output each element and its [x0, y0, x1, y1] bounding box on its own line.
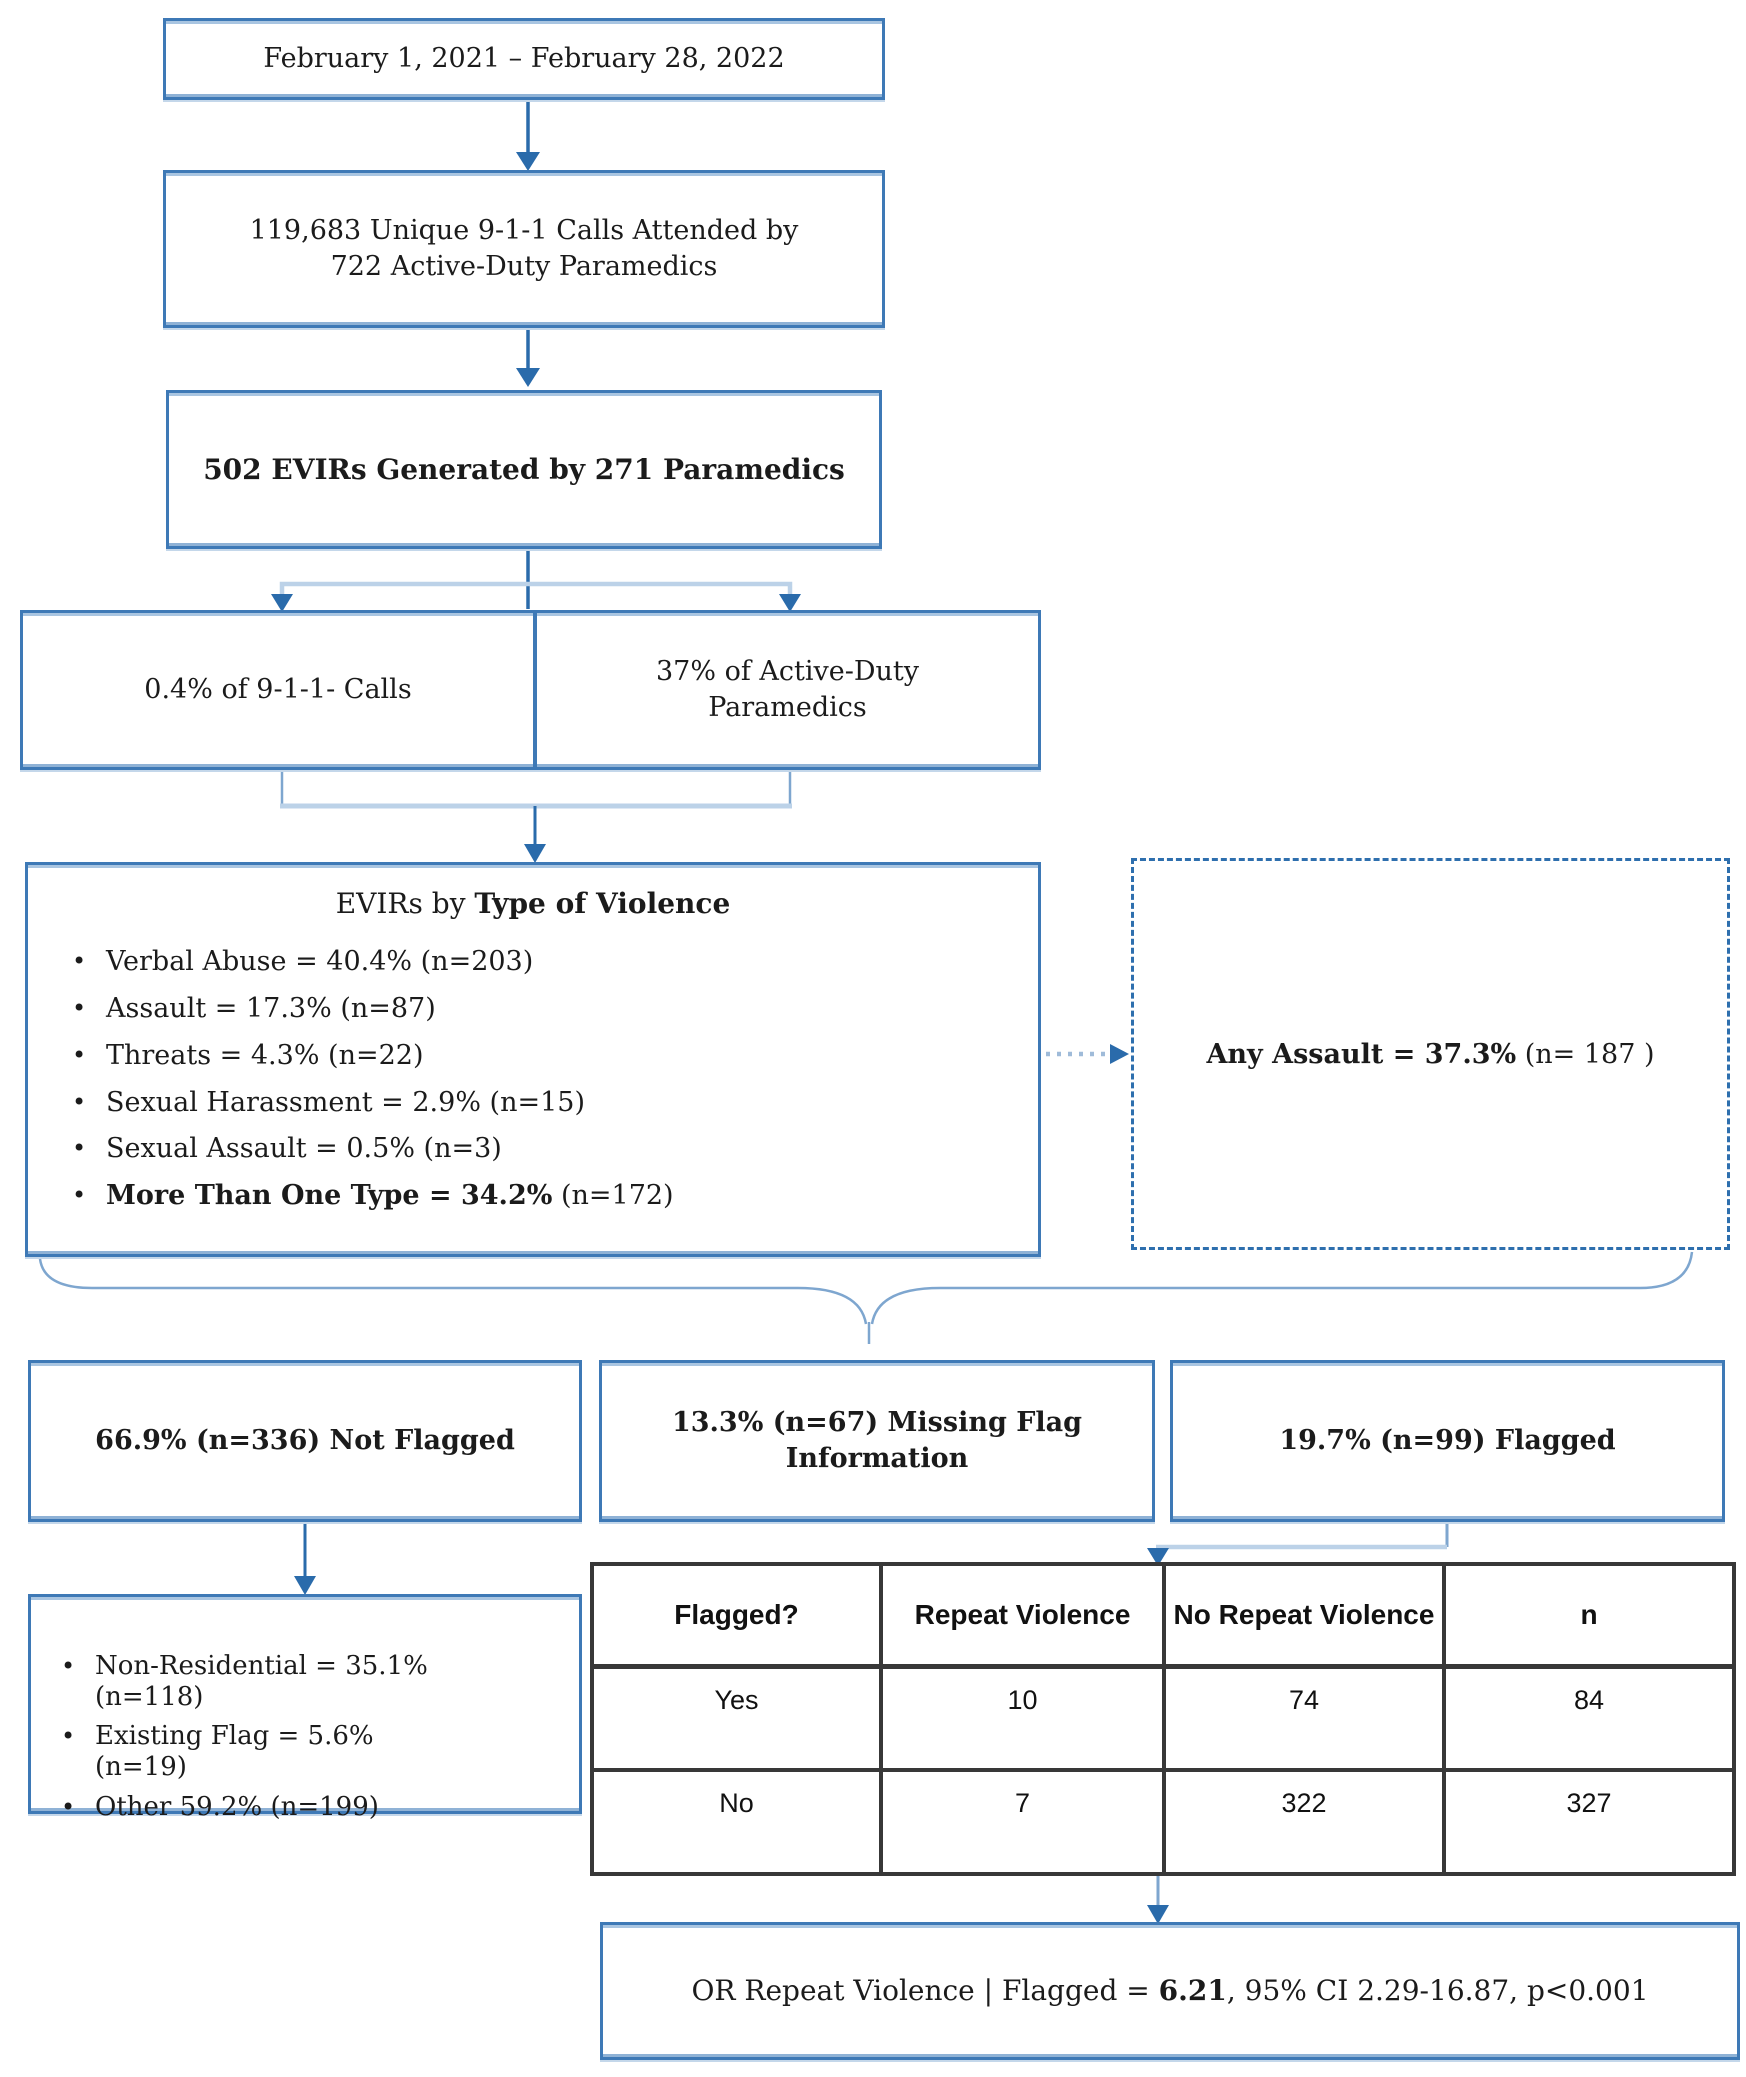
list-item: •Other 59.2% (n=199) — [61, 1791, 379, 1822]
arrow-notflagged-to-details — [294, 1523, 316, 1595]
violence-type-title: EVIRs by Type of Violence — [335, 887, 731, 920]
bullet-icon: • — [72, 1181, 87, 1210]
not-flagged-label: 66.9% (n=336) Not Flagged — [95, 1424, 515, 1456]
cell-yes-repeat: 10 — [879, 1664, 1166, 1772]
bullet-icon: • — [61, 1722, 76, 1751]
list-item: •Sexual Harassment = 2.9% (n=15) — [72, 1086, 585, 1118]
cell-no-norepeat: 322 — [1162, 1768, 1446, 1876]
pct-medics-box: 37% of Active-Duty Paramedics — [534, 610, 1041, 770]
list-item: •Threats = 4.3% (n=22) — [72, 1039, 424, 1071]
evir-total-box: 502 EVIRs Generated by 271 Paramedics — [166, 390, 882, 549]
violence-type-list: •Verbal Abuse = 40.4% (n=203) •Assault =… — [28, 946, 1038, 1212]
calls-box: 119,683 Unique 9-1-1 Calls Attended by 7… — [163, 170, 885, 328]
header-no-repeat: No Repeat Violence — [1162, 1562, 1446, 1669]
odds-ratio-label: OR Repeat Violence | Flagged = 6.21, 95%… — [691, 1974, 1649, 2008]
evir-total-label: 502 EVIRs Generated by 271 Paramedics — [203, 452, 845, 486]
bullet-icon: • — [72, 1087, 87, 1116]
bullet-icon: • — [61, 1792, 76, 1821]
odds-ratio-box: OR Repeat Violence | Flagged = 6.21, 95%… — [600, 1922, 1740, 2060]
not-flagged-details-box: •Non-Residential = 35.1% (n=118) •Existi… — [28, 1594, 582, 1822]
cell-yes-norepeat: 74 — [1162, 1664, 1446, 1772]
list-item: •Existing Flag = 5.6% (n=19) — [61, 1721, 374, 1783]
table-row: No 7 322 327 — [590, 1768, 1736, 1876]
split-bracket — [271, 549, 801, 612]
list-item: •Assault = 17.3% (n=87) — [72, 992, 436, 1024]
cell-yes: Yes — [590, 1664, 883, 1772]
cell-yes-n: 84 — [1442, 1664, 1736, 1772]
list-item: •More Than One Type = 34.2% (n=172) — [72, 1180, 674, 1212]
date-range-box: February 1, 2021 – February 28, 2022 — [163, 18, 885, 100]
header-flagged: Flagged? — [590, 1562, 883, 1669]
flag-violence-table: Flagged? Repeat Violence No Repeat Viole… — [590, 1562, 1736, 1876]
bullet-icon: • — [72, 993, 87, 1022]
list-item: •Sexual Assault = 0.5% (n=3) — [72, 1133, 502, 1165]
not-flagged-details-list: •Non-Residential = 35.1% (n=118) •Existi… — [31, 1651, 579, 1823]
flagged-label: 19.7% (n=99) Flagged — [1279, 1424, 1616, 1456]
bullet-icon: • — [61, 1652, 76, 1680]
flagged-box: 19.7% (n=99) Flagged — [1170, 1360, 1725, 1522]
header-n: n — [1442, 1562, 1736, 1669]
cell-no-n: 327 — [1442, 1768, 1736, 1876]
pct-calls-box: 0.4% of 9-1-1- Calls — [20, 610, 536, 770]
any-assault-label: Any Assault = 37.3% (n= 187 ) — [1206, 1038, 1655, 1070]
bullet-icon: • — [72, 947, 87, 975]
not-flagged-box: 66.9% (n=336) Not Flagged — [28, 1360, 582, 1522]
table-row: Yes 10 74 84 — [590, 1664, 1736, 1772]
list-item: •Non-Residential = 35.1% (n=118) — [61, 1651, 428, 1712]
any-assault-box: Any Assault = 37.3% (n= 187 ) — [1131, 858, 1730, 1250]
pct-medics-label: 37% of Active-Duty Paramedics — [655, 655, 920, 723]
cell-no: No — [590, 1768, 883, 1876]
pct-calls-label: 0.4% of 9-1-1- Calls — [144, 673, 412, 705]
header-repeat: Repeat Violence — [879, 1562, 1166, 1669]
violence-type-box: EVIRs by Type of Violence •Verbal Abuse … — [25, 862, 1041, 1257]
cell-no-repeat: 7 — [879, 1768, 1166, 1876]
missing-flag-box: 13.3% (n=67) Missing Flag Information — [599, 1360, 1155, 1522]
flag-table-wrapper: Flagged? Repeat Violence No Repeat Viole… — [590, 1562, 1736, 1876]
list-item: •Verbal Abuse = 40.4% (n=203) — [72, 946, 534, 977]
calls-label: 119,683 Unique 9-1-1 Calls Attended by 7… — [249, 214, 799, 282]
missing-flag-label: 13.3% (n=67) Missing Flag Information — [671, 1406, 1083, 1474]
connector-flagged-to-table — [1147, 1522, 1449, 1566]
date-range-label: February 1, 2021 – February 28, 2022 — [263, 42, 785, 74]
dotted-arrow-any-assault — [1046, 1044, 1129, 1064]
arrow-date-to-calls — [516, 100, 540, 171]
arrow-calls-to-evir — [516, 330, 540, 387]
arrow-table-to-result — [1147, 1874, 1169, 1924]
merge-bracket — [280, 772, 792, 863]
bullet-icon: • — [72, 1040, 87, 1069]
curly-brace — [38, 1251, 1694, 1344]
bullet-icon: • — [72, 1134, 87, 1163]
table-header-row: Flagged? Repeat Violence No Repeat Viole… — [590, 1562, 1736, 1669]
